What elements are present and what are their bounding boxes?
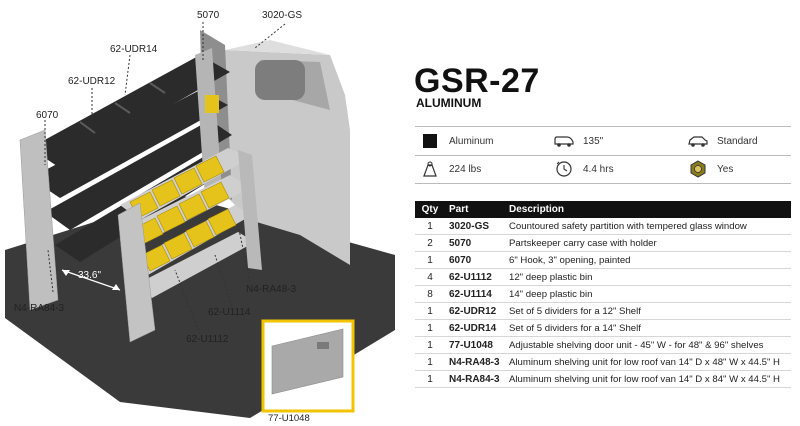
callout-5070: 5070 — [197, 10, 220, 21]
callout-n4-ra48-3: N4-RA48-3 — [246, 284, 297, 295]
spec-hardware-value: Yes — [717, 163, 734, 175]
row-description: 12" deep plastic bin — [505, 268, 791, 286]
row-qty: 1 — [415, 353, 445, 371]
callout-62-u1112: 62-U1112 — [186, 334, 229, 345]
row-part: 62-U1112 — [445, 268, 505, 286]
row-qty: 1 — [415, 302, 445, 320]
spec-install-time-value: 4.4 hrs — [583, 163, 614, 175]
row-qty: 1 — [415, 370, 445, 388]
callout-dimension: 33.6" — [78, 270, 102, 281]
callout-3020-gs: 3020-GS — [262, 10, 303, 21]
callout-62-udr12: 62-UDR12 — [68, 76, 116, 87]
header-qty: Qty — [415, 201, 445, 218]
row-qty: 4 — [415, 268, 445, 286]
callout-62-u1114: 62-U1114 — [208, 307, 251, 318]
row-description: Adjustable shelving door unit - 45" W - … — [505, 336, 791, 354]
row-description: Aluminum shelving unit for low roof van … — [505, 353, 791, 371]
spec-van-length-value: 135" — [583, 135, 604, 147]
row-description: 6" Hook, 3" opening, painted — [505, 251, 791, 269]
spec-hardware: Yes — [687, 160, 733, 178]
row-description: Partskeeper carry case with holder — [505, 234, 791, 252]
spec-material: Aluminum — [419, 132, 493, 150]
nut-icon — [687, 160, 709, 178]
spec-install-time: 4.4 hrs — [553, 160, 614, 178]
spec-roof: Standard — [687, 132, 758, 150]
row-description: 14" deep plastic bin — [505, 285, 791, 303]
row-qty: 1 — [415, 251, 445, 269]
row-qty: 1 — [415, 218, 445, 235]
weight-icon — [419, 160, 441, 178]
row-qty: 1 — [415, 336, 445, 354]
parts-table-header: Qty Part Description — [415, 201, 791, 218]
product-title: GSR-27 — [414, 62, 540, 100]
row-description: Countoured safety partition with tempere… — [505, 218, 791, 235]
header-part: Part — [445, 201, 505, 218]
row-part: 62-UDR14 — [445, 319, 505, 337]
row-part: 6070 — [445, 251, 505, 269]
spec-material-value: Aluminum — [449, 135, 494, 147]
row-part: N4-RA84-3 — [445, 370, 505, 388]
row-description: Set of 5 dividers for a 14" Shelf — [505, 319, 791, 337]
header-description: Description — [505, 201, 791, 218]
callout-77-u1048: 77-U1048 — [268, 413, 310, 424]
row-part: N4-RA48-3 — [445, 353, 505, 371]
spec-grid: Aluminum 135" Standard 224 lbs 4.4 hrs Y… — [415, 126, 791, 184]
callout-62-udr14: 62-UDR14 — [110, 44, 158, 55]
row-qty: 2 — [415, 234, 445, 252]
spec-weight-value: 224 lbs — [449, 163, 482, 175]
black-square-icon — [419, 132, 441, 150]
row-part: 3020-GS — [445, 218, 505, 235]
callout-6070: 6070 — [36, 110, 59, 121]
car-icon — [687, 132, 709, 150]
row-description: Set of 5 dividers for a 12" Shelf — [505, 302, 791, 320]
row-part: 5070 — [445, 234, 505, 252]
spec-van-length: 135" — [553, 132, 603, 150]
front-shelving-unit — [117, 148, 262, 343]
dimension-arrow — [61, 269, 121, 291]
row-part: 62-UDR12 — [445, 302, 505, 320]
row-part: 77-U1048 — [445, 336, 505, 354]
row-part: 62-U1114 — [445, 285, 505, 303]
row-description: Aluminum shelving unit for low roof van … — [505, 370, 791, 388]
spec-roof-value: Standard — [717, 135, 758, 147]
van-shelving-illustration — [5, 22, 395, 418]
van-icon — [553, 132, 575, 150]
row-qty: 8 — [415, 285, 445, 303]
spec-weight: 224 lbs — [419, 160, 481, 178]
callout-n4-ra84-3: N4-RA84-3 — [14, 303, 65, 314]
clock-icon — [553, 160, 575, 178]
product-material: ALUMINUM — [416, 96, 482, 110]
row-qty: 1 — [415, 319, 445, 337]
